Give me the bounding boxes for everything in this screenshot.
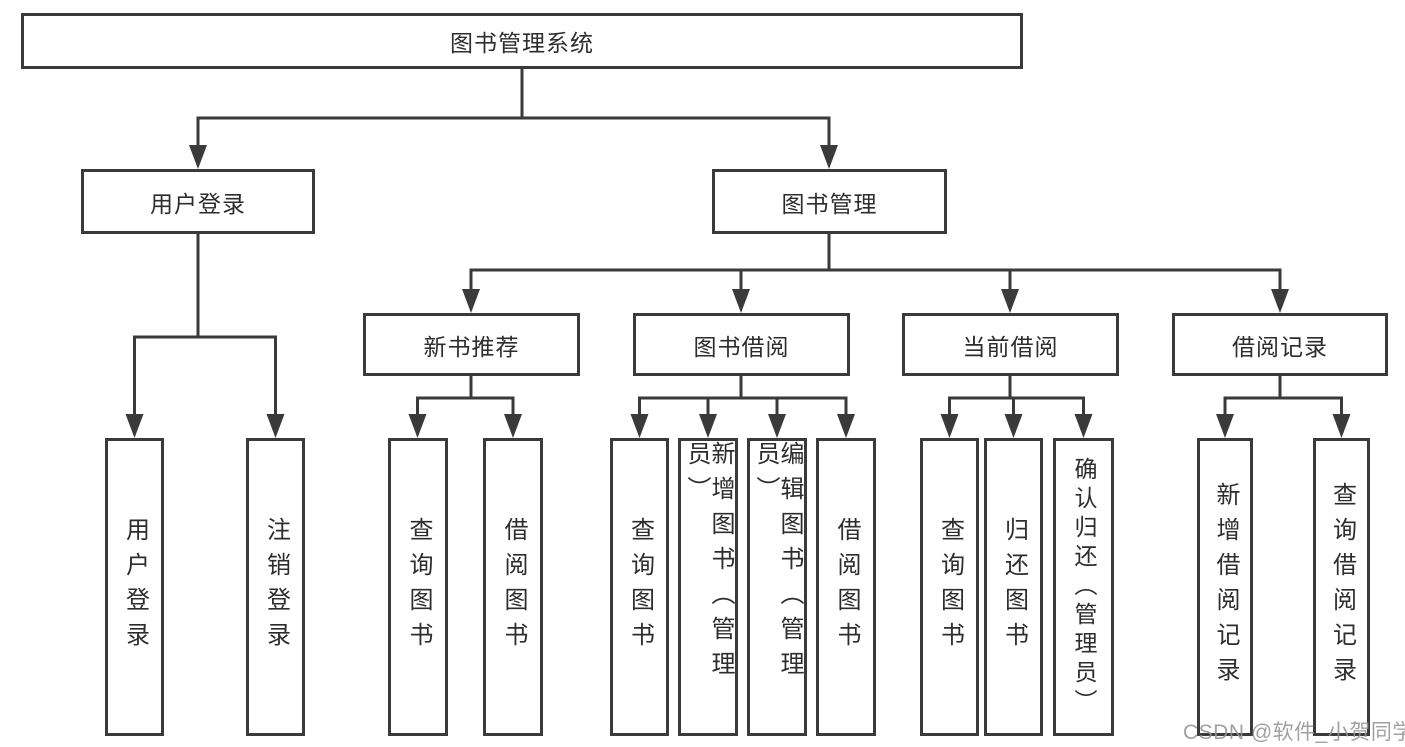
leaf-add-book-admin: 新增图书（管理员） <box>678 438 738 736</box>
leaf-borrow-books-1: 借阅图书 <box>483 438 543 736</box>
edge-root-to-level2 <box>196 67 831 165</box>
leaf-borrow-books-2: 借阅图书 <box>816 438 876 736</box>
leaf-user-login: 用户登录 <box>105 438 164 736</box>
node-user-login: 用户登录 <box>81 169 315 234</box>
node-book-borrowing: 图书借阅 <box>633 313 850 376</box>
node-library-management-system: 图书管理系统 <box>21 13 1023 69</box>
leaf-query-borrow-record: 查询借阅记录 <box>1313 438 1370 736</box>
node-book-management: 图书管理 <box>712 169 947 234</box>
leaf-query-books-1: 查询图书 <box>388 438 448 736</box>
edge-borrow-records-branch <box>1223 374 1343 434</box>
leaf-add-borrow-record: 新增借阅记录 <box>1197 438 1253 736</box>
leaf-logout: 注销登录 <box>246 438 305 736</box>
leaf-confirm-return-admin: 确认归还（管理员） <box>1053 438 1114 736</box>
leaf-query-books-2: 查询图书 <box>610 438 669 736</box>
edge-book-mgmt-branch <box>469 232 1282 310</box>
node-borrowing-records: 借阅记录 <box>1172 313 1388 376</box>
watermark: CSDN @软件_小贺同学 <box>1183 721 1405 744</box>
leaf-return-books: 归还图书 <box>984 438 1043 736</box>
leaf-query-books-3: 查询图书 <box>920 438 979 736</box>
edge-book-borrow-branch <box>638 374 848 434</box>
node-new-book-recommend: 新书推荐 <box>363 313 580 376</box>
leaf-edit-book-admin: 编辑图书（管理员） <box>747 438 807 736</box>
edge-new-book-branch <box>416 374 515 434</box>
node-current-borrowing: 当前借阅 <box>902 313 1119 376</box>
arrowheads <box>125 145 1351 438</box>
edge-user-login-branch <box>133 232 277 434</box>
